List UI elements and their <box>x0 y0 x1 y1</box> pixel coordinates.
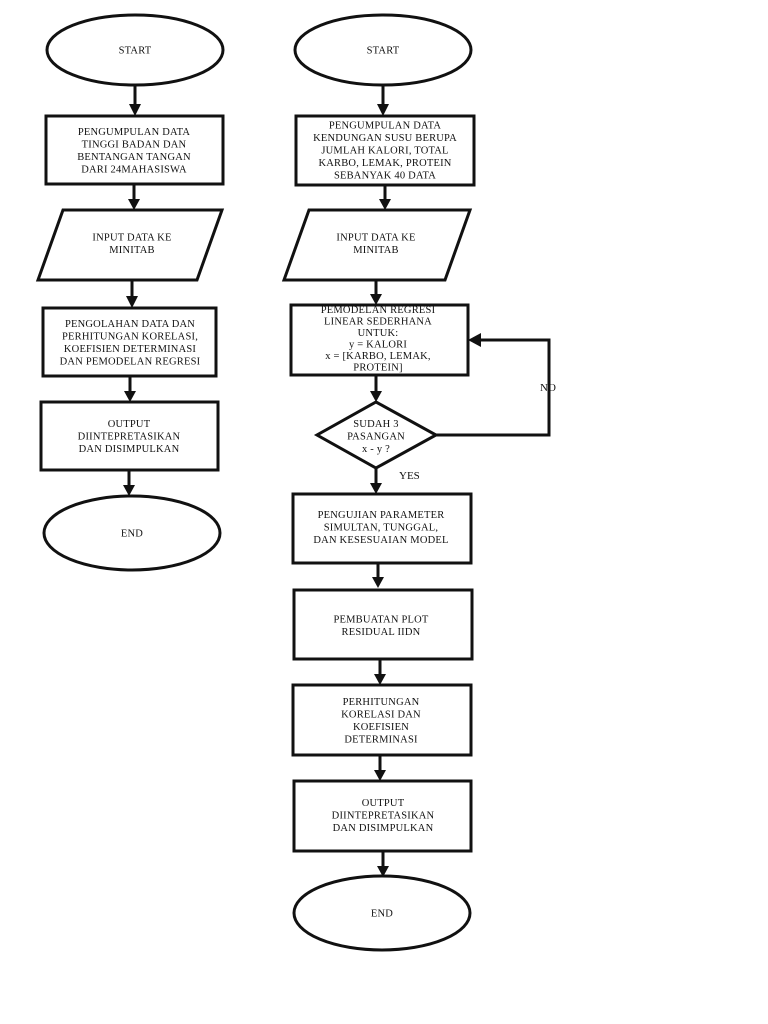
left-collect-line-1: PENGUMPULAN DATA <box>78 127 191 138</box>
right-test-text: PENGUJIAN PARAMETER SIMULTAN, TUNGGAL,DAN… <box>313 510 448 546</box>
left-output-line-1: OUTPUT <box>108 419 151 430</box>
right-corr-line-3: KOEFISIEN <box>353 722 409 733</box>
right-model-box <box>289 303 470 377</box>
left-output-line-3: DAN DISIMPULKAN <box>79 444 180 455</box>
left-process-line-2: PERHITUNGAN KORELASI, <box>62 331 198 342</box>
right-arrowhead-4 <box>370 391 382 402</box>
right-test-line-3: DAN KESESUAIAN MODEL <box>313 535 448 546</box>
left-input-parallelogram <box>35 208 225 282</box>
left-input-line-2: MINITAB <box>109 245 154 256</box>
left-arrowhead-2 <box>128 199 140 210</box>
right-no-label: NO <box>540 382 556 394</box>
right-model-line-5: x = [KARBO, LEMAK, <box>325 351 430 362</box>
right-decision-line-3: x - y ? <box>362 444 390 455</box>
right-collect-line-3: JUMLAH KALORI, TOTAL <box>321 146 448 157</box>
left-arrowhead-3 <box>126 296 138 308</box>
right-output-line-2: DIINTEPRETASIKAN <box>332 811 435 822</box>
right-start-text: START <box>367 46 400 57</box>
left-end-line-1: END <box>121 529 143 540</box>
right-end-text: END <box>371 909 393 920</box>
right-yes-label: YES <box>399 470 420 482</box>
right-corr-line-1: PERHITUNGAN <box>343 697 420 708</box>
left-arrowhead-1 <box>129 104 141 116</box>
right-input-text: INPUT DATA KE MINITAB <box>336 232 415 256</box>
right-output-line-1: OUTPUT <box>362 798 405 809</box>
right-model-line-2: LINEAR SEDERHANA <box>324 316 432 327</box>
right-arrowhead-5 <box>370 483 382 494</box>
right-decision-line-2: PASANGAN <box>347 432 405 443</box>
right-model-line-6: PROTEIN] <box>353 362 402 373</box>
right-collect-line-2: KENDUNGAN SUSU BERUPA <box>313 133 457 144</box>
right-collect-line-5: SEBANYAK 40 DATA <box>334 171 436 182</box>
left-output-line-2: DIINTEPRETASIKAN <box>78 432 181 443</box>
right-test-box <box>291 492 473 565</box>
right-corr-box <box>291 683 473 757</box>
right-arrowhead-7 <box>374 674 386 685</box>
right-test-line-2: SIMULTAN, TUNGGAL, <box>324 523 438 534</box>
left-input-text: INPUT DATA KE MINITAB <box>92 232 171 256</box>
right-model-line-3: UNTUK: <box>358 328 399 339</box>
left-end-terminator <box>42 494 222 572</box>
right-plot-text: PEMBUATAN PLOT RESIDUAL IIDN <box>333 614 428 638</box>
right-end-line-1: END <box>371 909 393 920</box>
right-arrowhead-9 <box>377 866 389 877</box>
right-plot-line-2: RESIDUAL IIDN <box>342 627 421 638</box>
left-start-text: START <box>119 46 152 57</box>
left-process-box <box>41 306 218 378</box>
left-end-text: END <box>121 529 143 540</box>
right-arrowhead-3 <box>370 294 382 305</box>
left-collect-line-3: BENTANGAN TANGAN <box>77 152 191 163</box>
right-plot-line-1: PEMBUATAN PLOT <box>333 614 428 625</box>
left-input-line-1: INPUT DATA KE <box>92 232 171 243</box>
right-no-loop <box>436 338 551 437</box>
left-process-line-3: KOEFISIEN DETERMINASI <box>64 344 197 355</box>
right-arrowhead-6 <box>372 577 384 588</box>
right-output-line-3: DAN DISIMPULKAN <box>333 823 434 834</box>
right-start-line-1: START <box>367 46 400 57</box>
left-process-line-1: PENGOLAHAN DATA DAN <box>65 319 195 330</box>
right-input-parallelogram <box>281 208 473 282</box>
left-process-line-4: DAN PEMODELAN REGRESI <box>60 356 201 367</box>
right-test-line-1: PENGUJIAN PARAMETER <box>318 510 445 521</box>
right-model-line-1: PEMODELAN REGRESI <box>321 305 436 316</box>
right-arrowhead-1 <box>377 104 389 116</box>
right-input-line-2: MINITAB <box>353 245 398 256</box>
right-input-line-1: INPUT DATA KE <box>336 232 415 243</box>
left-collect-process <box>44 114 225 186</box>
right-corr-line-2: KORELASI DAN <box>341 709 421 720</box>
right-collect-line-4: KARBO, LEMAK, PROTEIN <box>318 158 451 169</box>
right-arrowhead-8 <box>374 770 386 781</box>
right-end-terminator <box>292 874 472 952</box>
right-corr-line-4: DETERMINASI <box>344 734 418 745</box>
left-arrowhead-5 <box>123 485 135 496</box>
left-collect-line-4: DARI 24MAHASISWA <box>81 164 187 175</box>
right-arrowhead-2 <box>379 199 391 210</box>
right-decision-line-1: SUDAH 3 <box>353 419 398 430</box>
left-start-line-1: START <box>119 46 152 57</box>
right-plot-box <box>292 588 474 661</box>
right-collect-line-1: PENGUMPULAN DATA <box>329 121 442 132</box>
right-model-line-4: y = KALORI <box>349 339 407 350</box>
right-no-arrowhead <box>468 333 481 347</box>
left-collect-line-2: TINGGI BADAN DAN <box>82 139 187 150</box>
left-arrowhead-4 <box>124 391 136 402</box>
